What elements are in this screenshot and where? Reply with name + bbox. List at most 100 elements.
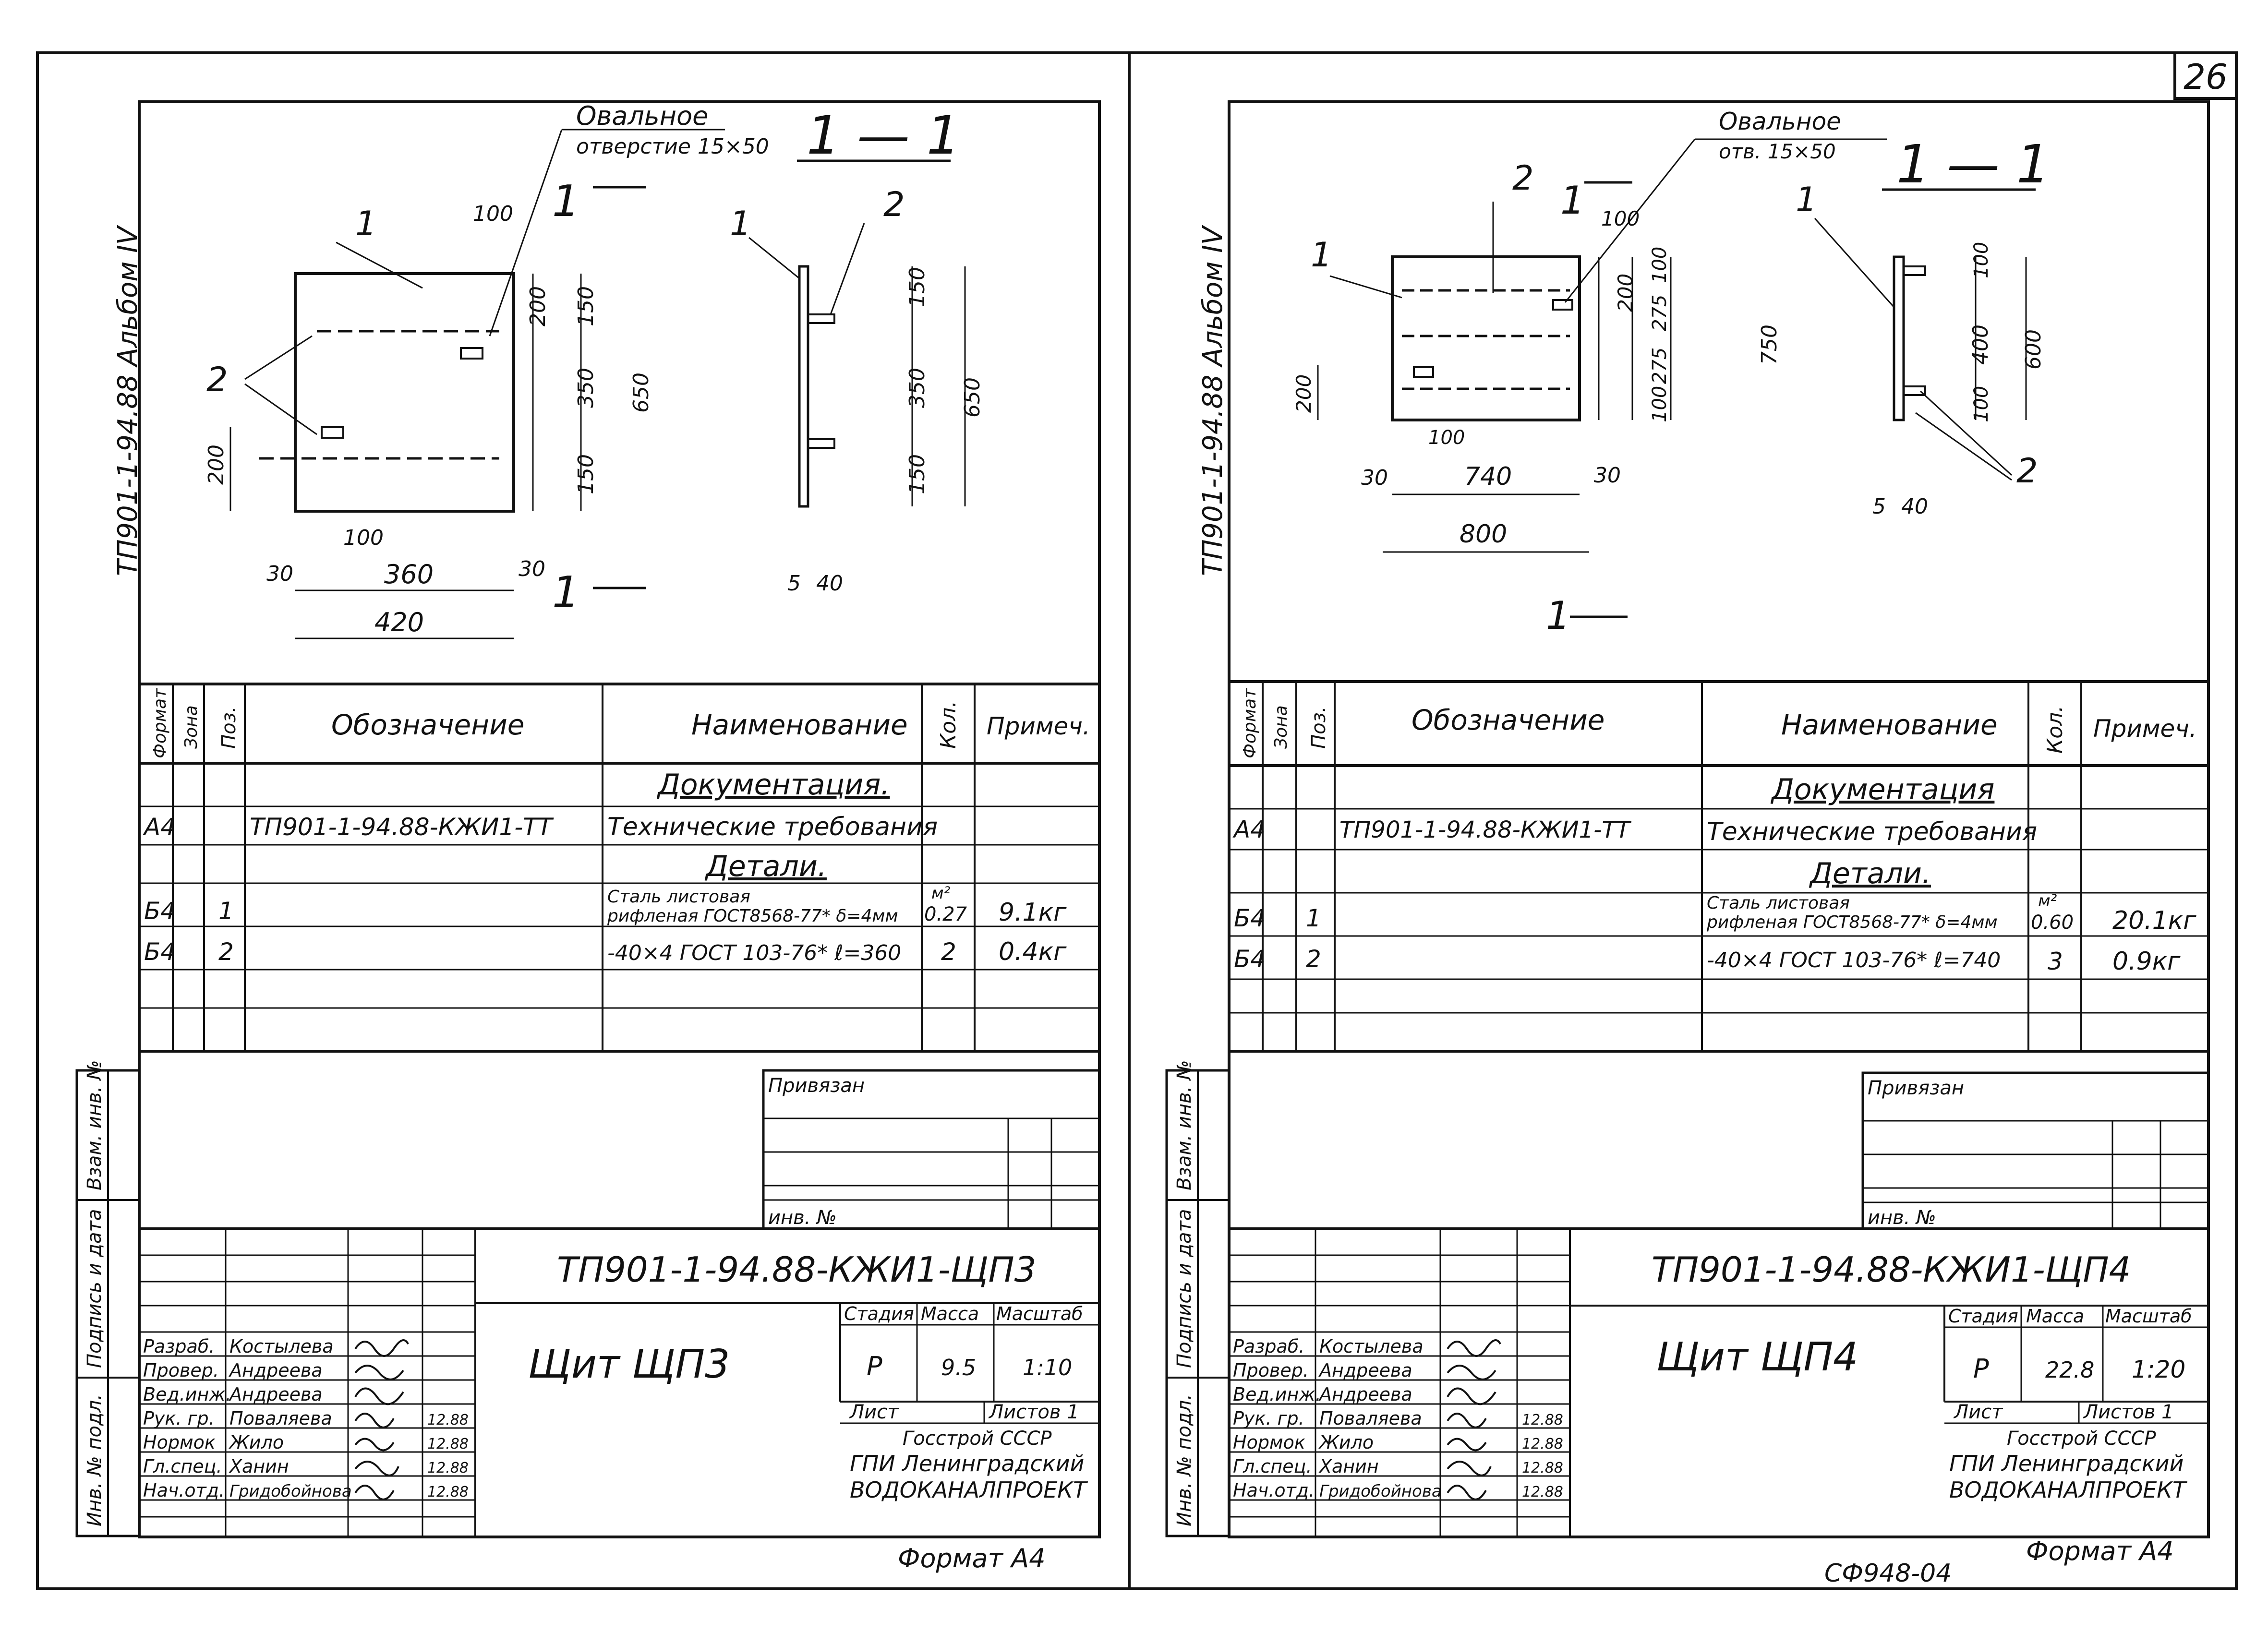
sheet-label: Лист — [849, 1401, 899, 1423]
dim-text: 30 — [519, 557, 545, 581]
person-role: Нач.отд. — [1233, 1480, 1315, 1501]
leader — [1814, 218, 1895, 308]
page-number: 26 — [2184, 57, 2228, 97]
row-format: Б4 — [144, 897, 176, 925]
dim-text: 350 — [905, 368, 929, 408]
header-pos: Поз. — [1308, 706, 1330, 749]
person-date: 12.88 — [1522, 1412, 1563, 1428]
hole-note-2: отв. 15×50 — [1719, 140, 1836, 163]
signature — [354, 1485, 395, 1500]
section-mark: 1 — [1560, 178, 1585, 223]
dim-text: 100 — [1428, 427, 1465, 449]
leader — [1329, 275, 1402, 299]
sheet-frame — [138, 100, 1101, 1538]
signature — [354, 1413, 395, 1428]
label-inv-podl: Инв. № подл. — [84, 1394, 106, 1526]
row-name-1: -40×4 ГОСТ 103-76* ℓ=360 — [607, 941, 901, 965]
leader — [244, 335, 313, 380]
row-name-2: рифленая ГОСТ8568-77* δ=4мм — [1706, 912, 1998, 932]
spec-table — [139, 683, 1099, 1053]
row-pos: 1 — [218, 897, 234, 925]
dim-text: 100 — [1649, 386, 1671, 422]
row-unit: м² — [931, 884, 951, 903]
person-name: Жило — [229, 1432, 284, 1453]
person-role: Нормок — [1233, 1432, 1305, 1453]
section-docs: Документация — [1770, 773, 1994, 806]
org-1: Госстрой СССР — [903, 1428, 1052, 1450]
dim-text: 100 — [1649, 247, 1671, 283]
person-date: 12.88 — [1522, 1484, 1563, 1500]
leader — [489, 129, 563, 336]
person-role: Провер. — [1233, 1360, 1309, 1381]
row-note: 0.4кг — [999, 937, 1067, 966]
dim-text: 420 — [374, 607, 424, 637]
dim-text: 200 — [1614, 274, 1637, 312]
dim-text: 100 — [473, 202, 513, 226]
leader — [830, 223, 865, 315]
pos-label: 1 — [1796, 180, 1817, 219]
row-pos: 1 — [1306, 904, 1321, 932]
org-2: ГПИ Ленинградский — [1949, 1451, 2184, 1476]
privyazan: Привязан — [1868, 1077, 1964, 1099]
org-2: ГПИ Ленинградский — [850, 1451, 1084, 1476]
pos-label: 2 — [206, 360, 228, 399]
section-plate — [1893, 255, 1905, 421]
row-name: Технические требования — [607, 813, 938, 841]
scale: 1:20 — [2132, 1356, 2185, 1383]
header-qty: Кол. — [936, 701, 961, 749]
dim-text: 100 — [343, 526, 384, 550]
row-name-1: -40×4 ГОСТ 103-76* ℓ=740 — [1707, 948, 2001, 972]
mass: 9.5 — [941, 1355, 976, 1380]
section-docs: Документация. — [656, 768, 890, 802]
section-title: 1 — 1 — [1896, 133, 2050, 195]
person-name: Андреева — [1318, 1384, 1412, 1405]
person-role: Гл.спец. — [143, 1456, 222, 1477]
signature — [354, 1365, 404, 1380]
dim-text: 100 — [1601, 207, 1640, 230]
person-date: 12.88 — [427, 1412, 469, 1428]
side-stamp: ТП901-1-94.88 Альбом IV — [1197, 225, 1229, 576]
leader — [244, 383, 317, 435]
person-role: Гл.спец. — [1233, 1456, 1312, 1477]
org-3: ВОДОКАНАЛПРОЕКТ — [1949, 1477, 2188, 1503]
header-format: Формат — [1240, 688, 1260, 758]
person-name: Андреева — [1318, 1360, 1412, 1381]
person-role: Нормок — [143, 1432, 216, 1453]
header-zone: Зона — [181, 705, 201, 749]
signature — [1447, 1413, 1487, 1428]
pos-label: 2 — [1512, 158, 1534, 198]
person-role: Разраб. — [143, 1336, 215, 1357]
header-format: Формат — [150, 688, 170, 758]
header-zone: Зона — [1271, 705, 1291, 749]
section-strip — [807, 438, 835, 449]
oval-hole — [1552, 299, 1573, 311]
section-plate — [798, 265, 809, 508]
oval-hole — [1413, 366, 1434, 378]
signature — [1447, 1485, 1487, 1500]
signature — [354, 1387, 404, 1405]
label-vzam: Взам. инв. № — [1173, 1060, 1195, 1190]
person-date: 12.88 — [1522, 1460, 1563, 1476]
signature — [1447, 1365, 1496, 1380]
dim-text: 275 — [1649, 295, 1671, 331]
person-name: Жило — [1318, 1432, 1374, 1453]
dim-text: 200 — [526, 286, 550, 326]
person-name: Поваляева — [1319, 1408, 1422, 1429]
oval-hole — [321, 426, 344, 439]
stage: Р — [867, 1351, 882, 1381]
header-note: Примеч. — [2093, 715, 2197, 743]
person-name: Костылева — [1319, 1336, 1424, 1357]
plate-plan — [1391, 255, 1581, 421]
dim-text: 40 — [1901, 494, 1928, 519]
dim-text: 30 — [1594, 463, 1621, 488]
row-name-1: Сталь листовая — [607, 887, 750, 907]
dim-text: 30 — [266, 562, 293, 586]
person-role: Провер. — [143, 1360, 219, 1381]
dim-text: 40 — [816, 571, 843, 596]
dim-text: 750 — [1757, 324, 1782, 365]
page-number-box — [2173, 51, 2238, 100]
header-name: Наименование — [691, 708, 908, 741]
hole-note-1: Овальное — [576, 101, 708, 131]
leader — [748, 237, 800, 279]
